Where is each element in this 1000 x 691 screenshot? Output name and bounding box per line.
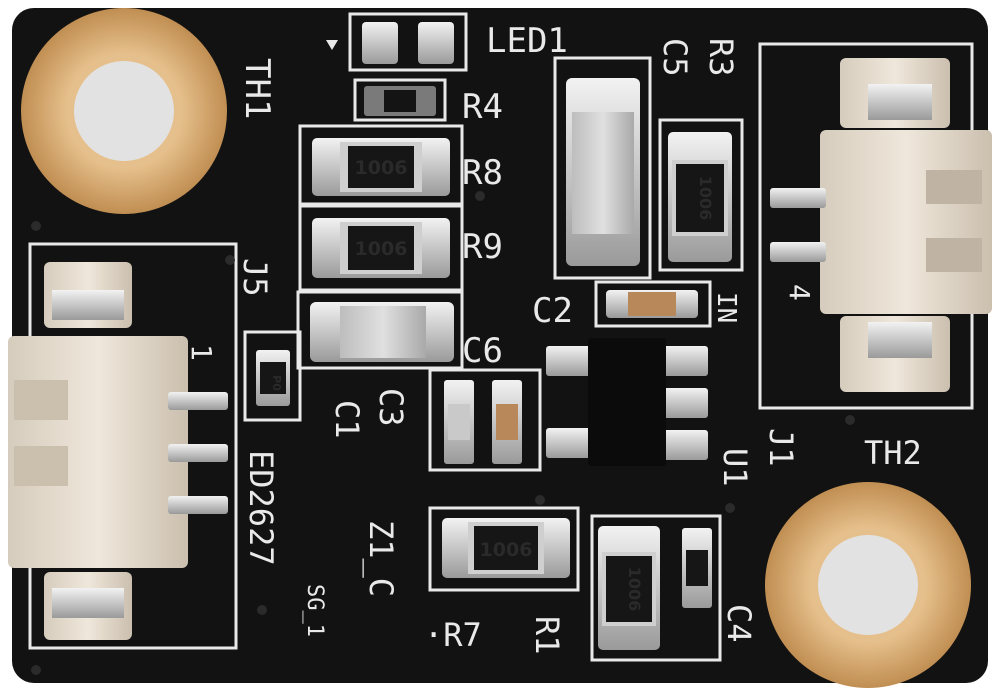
resistor-r8 — [312, 138, 450, 196]
label-c5: C5 — [656, 38, 694, 77]
mounting-hole-th2 — [765, 482, 971, 688]
label-j5: J5 — [236, 258, 274, 297]
pcb-board — [12, 8, 988, 683]
label-led1: LED1 — [486, 21, 568, 61]
label-c2: C2 — [532, 291, 573, 331]
label-sg1: SG_1 — [302, 584, 327, 637]
label-u1: U1 — [716, 448, 754, 487]
label-r1: R1 — [528, 616, 566, 655]
resistor-r7 — [442, 518, 570, 578]
label-r7: ·R7 — [424, 616, 482, 654]
marking-p0: P0 — [270, 375, 283, 391]
resistor-r4 — [364, 86, 436, 116]
silkscreen-outlines — [28, 12, 974, 662]
led1-pads — [326, 22, 454, 64]
label-th2: TH2 — [864, 434, 922, 472]
label-r9: R9 — [462, 227, 503, 267]
capacitor-c1 — [444, 380, 474, 464]
marking-r3: 1006 — [696, 176, 715, 221]
resistor-r1 — [598, 526, 660, 650]
mounting-hole-th1 — [21, 8, 227, 214]
capacitor-c3 — [492, 380, 522, 464]
vias — [31, 191, 855, 675]
connector-j5 — [8, 262, 228, 640]
resistor-r3 — [668, 132, 732, 262]
label-c6: C6 — [462, 331, 503, 371]
ic-u1 — [546, 338, 708, 466]
label-in: IN — [711, 292, 741, 323]
capacitor-c4 — [682, 528, 712, 608]
label-c1: C1 — [328, 400, 366, 439]
label-r3: R3 — [702, 38, 740, 77]
marking-r1: 1006 — [625, 567, 644, 612]
marking-r9: 1006 — [355, 238, 408, 260]
label-th1: TH1 — [237, 58, 277, 119]
label-ed2627: ED2627 — [242, 450, 280, 566]
label-pin1: 1 — [185, 344, 218, 361]
label-r8: R8 — [462, 153, 503, 193]
connector-j1 — [770, 58, 992, 392]
capacitor-ceramic-left — [310, 302, 454, 362]
label-r4: R4 — [462, 87, 503, 127]
capacitor-c2 — [606, 290, 698, 318]
label-c3: C3 — [372, 388, 410, 427]
small-component-p0 — [256, 350, 290, 406]
resistor-r9 — [312, 218, 450, 278]
marking-r7: 1006 — [480, 539, 533, 561]
label-z1c: Z1_C — [362, 520, 400, 597]
label-c4: C4 — [720, 604, 758, 643]
label-pin4: 4 — [783, 284, 816, 301]
label-j1: J1 — [762, 428, 800, 467]
marking-r8: 1006 — [355, 157, 408, 179]
capacitor-c5 — [566, 78, 640, 266]
